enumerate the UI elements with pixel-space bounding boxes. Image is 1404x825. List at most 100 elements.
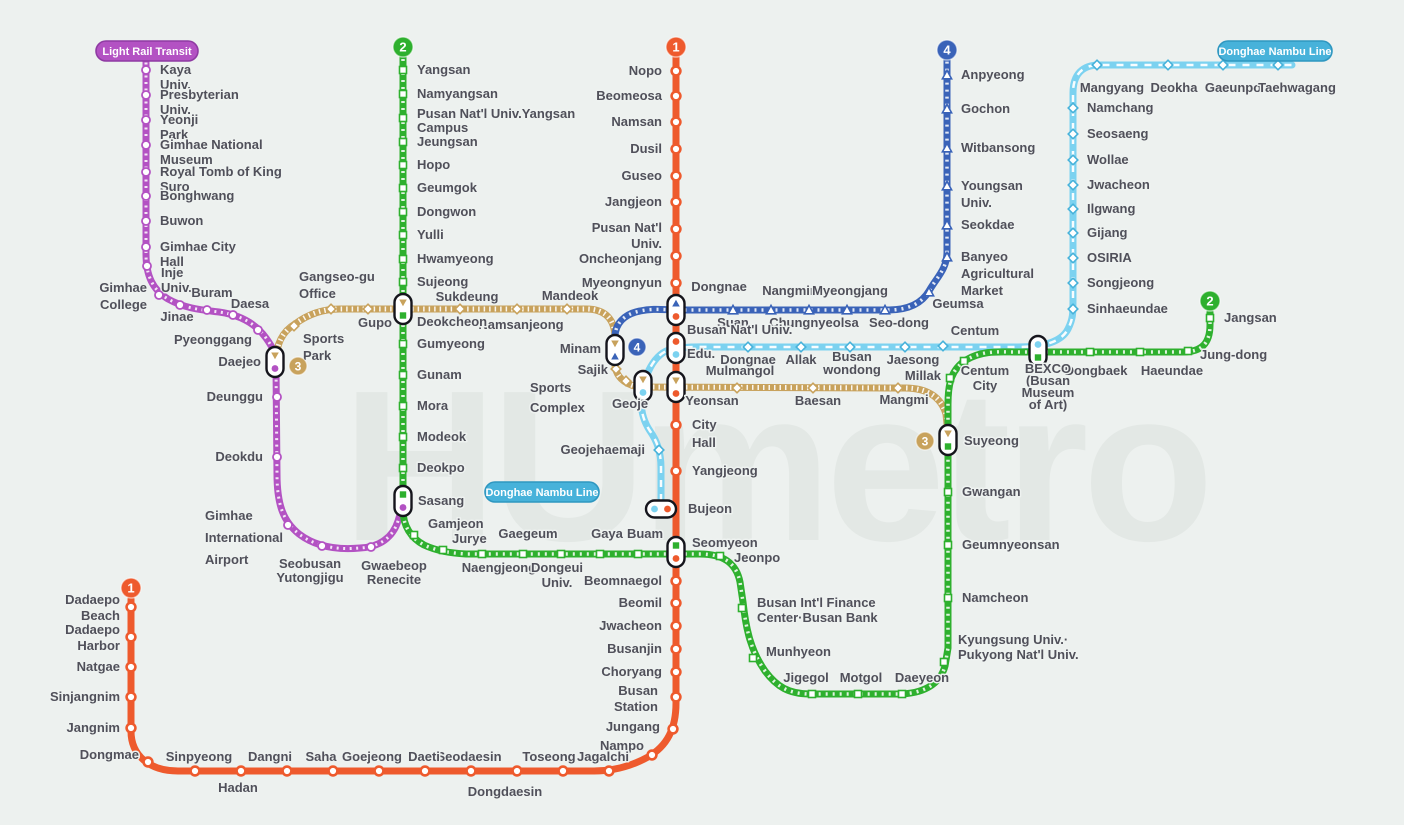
- station-natgae[interactable]: Natgae: [75, 658, 137, 676]
- station-namsanjeong[interactable]: Namsanjeong: [477, 303, 565, 334]
- station-dongnae[interactable]: Dongnae: [719, 341, 777, 369]
- station-dongwon[interactable]: Dongwon: [398, 203, 478, 221]
- station-sujeong[interactable]: Sujeong: [398, 273, 470, 291]
- station-geumgok[interactable]: Geumgok: [398, 179, 479, 197]
- station-gumyeong[interactable]: Gumyeong: [398, 335, 486, 353]
- interchange-deokcheon[interactable]: Deokcheon: [393, 292, 489, 331]
- station-jurye[interactable]: Jurye: [438, 530, 488, 555]
- station-chungnyeolsa[interactable]: Chungnyeolsa: [768, 303, 861, 332]
- station-ilgwang[interactable]: Ilgwang: [1067, 200, 1137, 218]
- station-nangmin[interactable]: Nangmin: [761, 282, 819, 315]
- station-gaegeum[interactable]: Gaegeum: [497, 525, 559, 559]
- station-nampo[interactable]: Nampo: [598, 737, 658, 761]
- station-yangsan[interactable]: Yangsan: [398, 61, 472, 79]
- station-centum[interactable]: Centum: [937, 322, 1001, 352]
- station-mora[interactable]: Mora: [398, 397, 450, 415]
- interchange-dongnae[interactable]: Dongnae: [666, 278, 748, 327]
- station-geumsa[interactable]: Geumsa: [923, 285, 986, 313]
- interchange-seomyeon[interactable]: Seomyeon: [666, 534, 759, 569]
- station-busanjin[interactable]: Busanjin: [606, 640, 682, 658]
- station-jungang[interactable]: Jungang: [604, 718, 679, 736]
- station-kyungsung-univ-pukyong-nat-l-univ[interactable]: Kyungsung Univ.·Pukyong Nat'l Univ.: [939, 631, 1080, 667]
- station-seosaeng[interactable]: Seosaeng: [1067, 125, 1150, 143]
- station-namyangsan[interactable]: Namyangsan: [398, 85, 499, 103]
- station-jwacheon[interactable]: Jwacheon: [598, 617, 682, 635]
- station-yulli[interactable]: Yulli: [398, 226, 445, 244]
- station-gunam[interactable]: Gunam: [398, 366, 463, 384]
- station-seodaesin[interactable]: Seodaesin: [435, 748, 503, 777]
- station-wollae[interactable]: Wollae: [1067, 151, 1130, 169]
- station-mulmangol[interactable]: Mulmangol: [704, 362, 776, 394]
- station-beomnaegol[interactable]: Beomnaegol: [582, 572, 682, 590]
- station-jagalchi[interactable]: Jagalchi: [575, 748, 631, 777]
- station-deunggu[interactable]: Deunggu: [205, 388, 282, 406]
- station-jinae[interactable]: Jinae: [159, 300, 195, 326]
- station-witbansong[interactable]: Witbansong: [941, 139, 1037, 157]
- station-deokha[interactable]: Deokha: [1149, 59, 1200, 97]
- station-sinjangnim[interactable]: Sinjangnim: [48, 688, 137, 706]
- station-geumnyeonsan[interactable]: Geumnyeonsan: [943, 536, 1061, 554]
- station-gamjeon[interactable]: Gamjeon: [409, 515, 485, 540]
- station-hadan[interactable]: Hadan: [217, 765, 259, 797]
- station-guseo[interactable]: Guseo: [620, 167, 682, 185]
- station-buram[interactable]: Buram: [190, 284, 234, 315]
- station-hwamyeong[interactable]: Hwamyeong: [398, 250, 495, 268]
- station-jeonpo[interactable]: Jeonpo: [715, 549, 782, 567]
- station-dongbaek[interactable]: Dongbaek: [1063, 347, 1130, 380]
- station-buam[interactable]: Buam: [625, 525, 665, 559]
- interchange-sasang[interactable]: Sasang: [393, 484, 466, 518]
- station-nopo[interactable]: Nopo: [627, 62, 682, 80]
- station-jung-dong[interactable]: Jung-dong: [1183, 346, 1269, 364]
- station-motgol[interactable]: Motgol: [838, 669, 884, 699]
- station-gaya[interactable]: Gaya: [590, 525, 625, 559]
- station-dongdaesin[interactable]: Dongdaesin: [466, 765, 544, 801]
- station-dangni[interactable]: Dangni: [246, 748, 294, 777]
- station-jangjeon[interactable]: Jangjeon: [603, 193, 682, 211]
- station-allak[interactable]: Allak: [784, 341, 819, 369]
- station-jwacheon[interactable]: Jwacheon: [1067, 176, 1151, 194]
- station-daeti[interactable]: Daeti: [407, 748, 441, 777]
- station-mangyang[interactable]: Mangyang: [1078, 59, 1146, 97]
- station-myeongnyun[interactable]: Myeongnyun: [580, 274, 682, 292]
- station-modeok[interactable]: Modeok: [398, 428, 468, 446]
- station-hopo[interactable]: Hopo: [398, 156, 452, 174]
- station-buwon[interactable]: Buwon: [141, 212, 205, 230]
- station-jangsan[interactable]: Jangsan: [1205, 309, 1278, 327]
- station-jangnim[interactable]: Jangnim: [65, 719, 137, 737]
- station-daesa[interactable]: Daesa: [228, 295, 271, 320]
- station-oncheonjang[interactable]: Oncheonjang: [577, 250, 682, 268]
- station-geojehaemaji[interactable]: Geojehaemaji: [559, 441, 665, 459]
- station-haeundae[interactable]: Haeundae: [1135, 347, 1205, 380]
- station-daeyeon[interactable]: Daeyeon: [893, 669, 951, 699]
- station-pyeonggang[interactable]: Pyeonggang: [172, 325, 263, 349]
- station-deokpo[interactable]: Deokpo: [398, 459, 466, 477]
- station-songjeong[interactable]: Songjeong: [1067, 274, 1156, 292]
- station-deokdu[interactable]: Deokdu: [214, 448, 282, 466]
- station-goejeong[interactable]: Goejeong: [341, 748, 404, 777]
- station-seokdae[interactable]: Seokdae: [941, 216, 1016, 234]
- station-jaesong[interactable]: Jaesong: [885, 341, 941, 369]
